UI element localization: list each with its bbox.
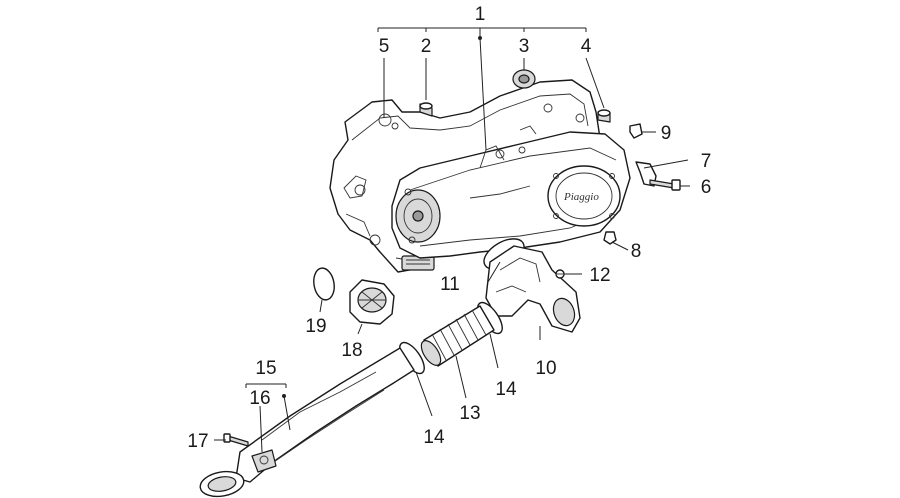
- bolt-part: [649, 179, 681, 191]
- callout-6: 6: [701, 177, 712, 198]
- callout-14-lower: 14: [423, 427, 445, 448]
- callout-13: 13: [459, 403, 480, 424]
- pipe-screw-part: [223, 433, 249, 447]
- callout-12: 12: [589, 265, 610, 286]
- leader-lines: [214, 27, 690, 453]
- intake-duct-part: [485, 245, 581, 333]
- callout-18: 18: [341, 340, 362, 361]
- dowel-part: [597, 109, 611, 123]
- oil-seal-part: [512, 69, 536, 89]
- callout-8: 8: [631, 241, 642, 262]
- callout-labels: 1 2 3 4 5 6 7 8 9 10 11 12 13 14 14 15 1…: [187, 4, 711, 452]
- filter-element-part: [349, 279, 395, 325]
- callout-11: 11: [440, 274, 460, 295]
- callout-2: 2: [421, 36, 432, 57]
- callout-15: 15: [255, 358, 276, 379]
- callout-5: 5: [379, 36, 390, 57]
- bellows-hose-part: [420, 305, 495, 367]
- screw-part: [555, 269, 565, 279]
- transmission-cover: Piaggio: [391, 131, 631, 259]
- callout-16: 16: [249, 388, 270, 409]
- small-clamp-part: [603, 231, 617, 245]
- callout-7: 7: [701, 151, 712, 172]
- callout-9: 9: [661, 123, 672, 144]
- callout-10: 10: [535, 358, 556, 379]
- callout-4: 4: [581, 36, 592, 57]
- callout-17: 17: [187, 431, 208, 452]
- filter-ring-part: [313, 267, 335, 301]
- callout-1: 1: [475, 4, 486, 25]
- intake-pipe-part: [199, 347, 415, 498]
- dowel-pin-part: [419, 102, 433, 117]
- cover-logo-text: Piaggio: [563, 191, 599, 203]
- callout-19: 19: [305, 316, 326, 337]
- callout-14-upper: 14: [495, 379, 517, 400]
- clip-part: [629, 123, 643, 139]
- callout-3: 3: [519, 36, 530, 57]
